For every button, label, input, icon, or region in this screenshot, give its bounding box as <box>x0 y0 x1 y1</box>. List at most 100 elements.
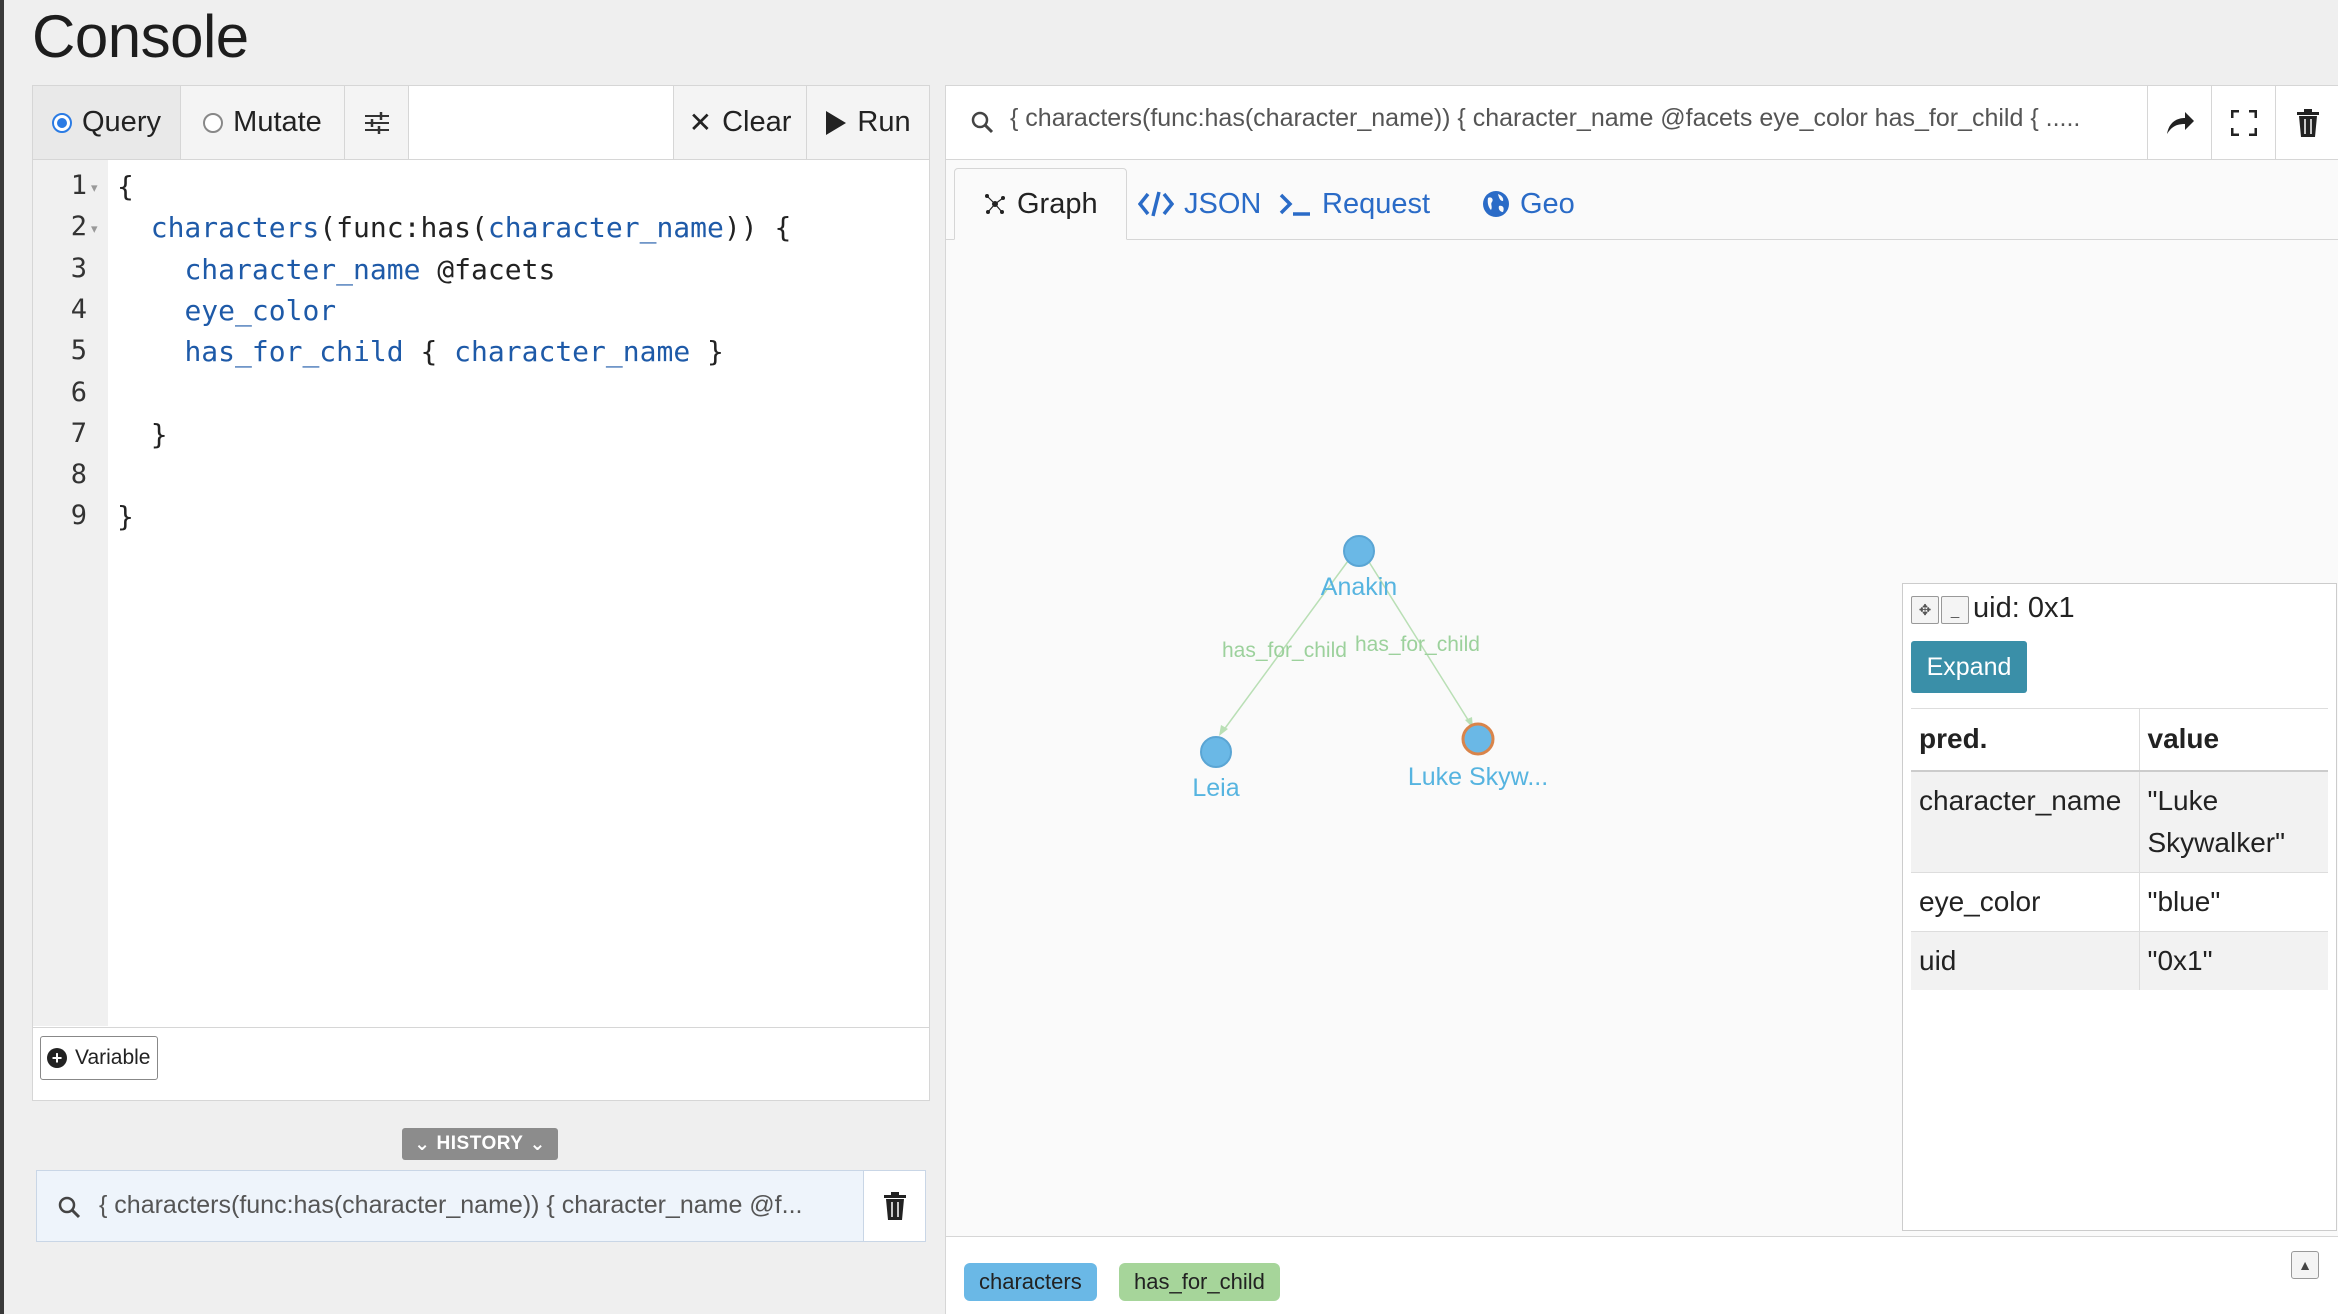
results-query-text: { characters(func:has(character_name)) {… <box>1010 104 2080 132</box>
value-cell: "blue" <box>2138 871 2328 931</box>
line-number: 2 <box>70 211 87 243</box>
collapse-button[interactable]: _ <box>1941 596 1969 624</box>
editor-settings-button[interactable] <box>345 86 409 159</box>
radio-checked-icon <box>52 112 72 133</box>
chevron-down-icon: ⌄ <box>414 1133 431 1155</box>
sliders-icon <box>364 111 389 134</box>
code-line[interactable]: eye_color <box>184 293 337 327</box>
tab-geo[interactable]: Geo <box>1454 168 1603 240</box>
share-button[interactable] <box>2147 86 2211 159</box>
code-icon <box>1138 191 1174 217</box>
line-number: 4 <box>70 293 87 325</box>
node-label: Anakin <box>1321 573 1397 601</box>
chevron-down-icon: ⌄ <box>529 1133 546 1155</box>
minimize-icon: _ <box>1950 601 1960 619</box>
code-line[interactable]: } <box>117 500 134 534</box>
triangle-up-icon: ▲ <box>2298 1257 2312 1273</box>
play-icon <box>826 110 847 135</box>
window-edge <box>0 0 4 1314</box>
tab-graph[interactable]: Graph <box>954 168 1127 240</box>
legend-item-characters[interactable]: characters <box>964 1263 1097 1301</box>
tab-json-label: JSON <box>1184 187 1262 220</box>
expand-icon <box>2230 109 2257 136</box>
line-number: 5 <box>70 335 87 367</box>
line-number: 9 <box>70 500 87 532</box>
fullscreen-button[interactable] <box>2211 86 2275 159</box>
results-header: { characters(func:has(character_name)) {… <box>946 86 2338 160</box>
history-item[interactable]: { characters(func:has(character_name)) {… <box>36 1170 926 1242</box>
code-line[interactable]: has_for_child { character_name } <box>184 335 724 369</box>
add-variable-button[interactable]: + Variable <box>40 1036 158 1080</box>
code-line[interactable]: characters(func:has(character_name)) { <box>150 211 792 245</box>
search-icon <box>58 1196 81 1219</box>
share-icon <box>2166 111 2194 134</box>
node-properties-panel: ✥ _ uid: 0x1 Expand pred. value characte… <box>1902 583 2337 1231</box>
results-tabs: Graph JSON Request Geo <box>946 160 2338 240</box>
table-row: uid "0x1" <box>1911 930 2328 990</box>
tab-json[interactable]: JSON <box>1110 168 1289 240</box>
edge-arrowhead <box>1219 725 1228 736</box>
history-query-text: { characters(func:has(character_name)) {… <box>99 1191 803 1219</box>
node-uid-title: uid: 0x1 <box>1973 592 2075 624</box>
mode-mutate-label: Mutate <box>233 106 322 138</box>
node-label: Luke Skyw... <box>1408 763 1548 791</box>
code-line[interactable]: { <box>117 170 134 203</box>
value-cell: "0x1" <box>2138 930 2328 990</box>
clear-button[interactable]: ✕ Clear <box>673 86 807 159</box>
plus-circle-icon: + <box>47 1048 67 1068</box>
history-toggle[interactable]: ⌄ HISTORY ⌄ <box>402 1128 558 1160</box>
close-icon: ✕ <box>688 107 713 138</box>
graph-edge <box>1358 545 1471 724</box>
edge-label: has_for_child <box>1222 639 1347 662</box>
edge-label: has_for_child <box>1355 633 1480 656</box>
radio-unchecked-icon <box>203 112 224 133</box>
code-line[interactable]: character_name @facets <box>184 252 556 286</box>
run-button[interactable]: Run <box>807 86 929 159</box>
pred-cell: uid <box>1911 930 2139 990</box>
table-row: character_name "Luke Skywalker" <box>1911 770 2328 872</box>
globe-icon <box>1483 191 1509 217</box>
editor-toolbar: Query Mutate ✕ Clear Run <box>33 86 929 160</box>
properties-table: pred. value character_name "Luke Skywalk… <box>1911 708 2328 990</box>
legend-item-has-for-child[interactable]: has_for_child <box>1119 1263 1280 1301</box>
line-number: 1 <box>70 170 87 201</box>
delete-result-button[interactable] <box>2275 86 2338 159</box>
trash-icon <box>2296 108 2319 137</box>
pred-cell: eye_color <box>1911 871 2139 931</box>
delete-history-button[interactable] <box>863 1171 925 1241</box>
tab-graph-label: Graph <box>1017 187 1098 220</box>
history-toggle-label: HISTORY <box>436 1133 524 1154</box>
graph-edge <box>1222 545 1360 732</box>
value-cell: "Luke Skywalker" <box>2138 770 2328 872</box>
mode-query-radio[interactable]: Query <box>33 86 181 159</box>
expand-button[interactable]: Expand <box>1911 641 2027 693</box>
graph-canvas[interactable]: has_for_child has_for_child Anakin Leia … <box>946 241 2338 1231</box>
graph-node-selected[interactable] <box>1461 722 1495 756</box>
graph-icon <box>985 194 1005 214</box>
search-icon <box>971 111 994 134</box>
tab-request-label: Request <box>1322 187 1431 220</box>
drag-handle[interactable]: ✥ <box>1911 596 1939 624</box>
results-panel: { characters(func:has(character_name)) {… <box>945 85 2338 1314</box>
add-variable-label: Variable <box>75 1046 151 1069</box>
code-line[interactable]: } <box>117 417 168 451</box>
run-button-label: Run <box>857 106 911 138</box>
move-icon: ✥ <box>1918 602 1932 619</box>
table-row: eye_color "blue" <box>1911 871 2328 931</box>
fold-arrow-icon[interactable]: ▾ <box>91 221 98 237</box>
scroll-up-button[interactable]: ▲ <box>2291 1251 2319 1279</box>
query-editor-panel: Query Mutate ✕ Clear Run 1▾{2▾ characte <box>32 85 930 1101</box>
page-title: Console <box>32 3 249 70</box>
graph-node[interactable] <box>1200 736 1232 768</box>
mode-mutate-radio[interactable]: Mutate <box>181 86 345 159</box>
fold-arrow-icon[interactable]: ▾ <box>91 180 98 195</box>
clear-button-label: Clear <box>722 106 792 138</box>
line-number: 3 <box>70 252 87 284</box>
line-number: 8 <box>70 459 87 491</box>
graph-legend: characters has_for_child ▲ <box>946 1236 2338 1314</box>
variable-bar: + Variable <box>33 1027 929 1100</box>
graph-node[interactable] <box>1343 535 1375 567</box>
tab-request[interactable]: Request <box>1250 168 1458 240</box>
mode-query-label: Query <box>82 106 161 138</box>
column-header: pred. <box>1911 708 2139 772</box>
